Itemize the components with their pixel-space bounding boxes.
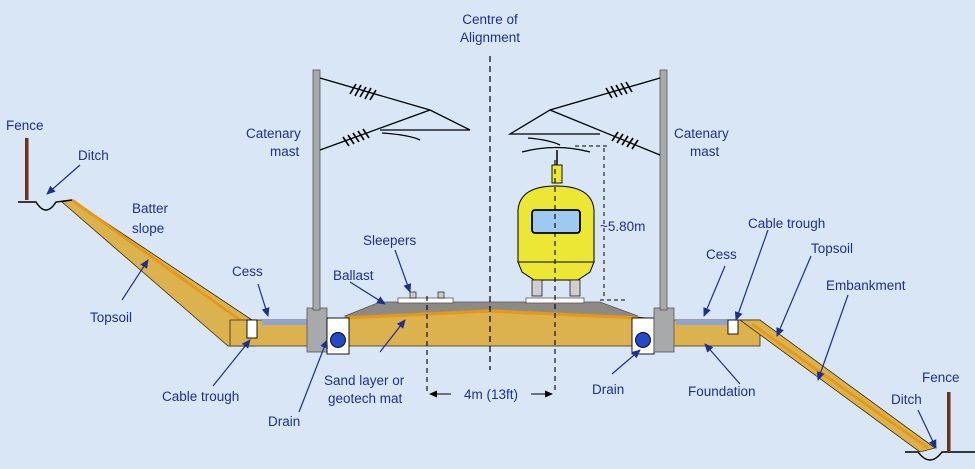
ditch-right (905, 451, 975, 461)
drain-left-label: Drain (268, 414, 300, 429)
mast-base-left (306, 307, 328, 353)
catenary-mast-left-label-line1: Catenary (246, 126, 301, 141)
centre-label-line2: Alignment (460, 30, 520, 45)
sleepers-label: Sleepers (363, 233, 417, 248)
ditch-left (18, 199, 73, 211)
catenary-mast-right-label-line2: mast (690, 144, 720, 159)
sleeper-left (397, 297, 454, 304)
height-label: ~5.80m (600, 219, 645, 234)
embankment-label: Embankment (826, 278, 906, 293)
sand-layer-label-line2: geotech mat (328, 391, 403, 406)
catenary-mast-right-label-line1: Catenary (674, 126, 729, 141)
catenary-cantilever-left (319, 77, 471, 151)
ditch-left-label: Ditch (78, 148, 109, 163)
drain-pipe-right (635, 332, 651, 348)
fence-post-right (947, 392, 951, 452)
foundation-label: Foundation (688, 384, 756, 399)
topsoil-right-label: Topsoil (811, 241, 853, 256)
topsoil-left-label: Topsoil (90, 310, 132, 325)
leader-lines (46, 164, 937, 449)
fence-right-label: Fence (922, 370, 960, 385)
rail-left-1 (409, 291, 417, 299)
train-window (531, 209, 581, 234)
mast-base-right (653, 307, 675, 353)
batter-slope-label-line2: slope (132, 221, 164, 236)
drain-right-label: Drain (592, 382, 624, 397)
ditch-right-label: Ditch (891, 392, 922, 407)
cable-trough-left-label: Cable trough (162, 389, 239, 404)
sand-layer-label-line1: Sand layer or (324, 373, 405, 388)
fence-left-label: Fence (6, 118, 44, 133)
train (517, 150, 595, 297)
cable-trough-right (727, 319, 739, 335)
catenary-mast-left (312, 69, 321, 311)
fence-post-left (25, 138, 29, 200)
catenary-mast-right (659, 69, 668, 311)
rail-left-2 (437, 291, 445, 299)
cable-trough-right-label: Cable trough (748, 216, 825, 231)
drain-pipe-left (330, 332, 346, 348)
cess-left-label: Cess (232, 264, 263, 279)
catenary-cantilever-right (507, 77, 661, 156)
cess-left (262, 320, 308, 325)
cess-right-label: Cess (706, 247, 737, 262)
ballast-label: Ballast (333, 268, 374, 283)
track-width-label: 4m (13ft) (464, 387, 518, 402)
cable-trough-left (246, 319, 258, 339)
catenary-mast-left-label-line2: mast (270, 144, 300, 159)
cess-right (676, 320, 728, 325)
batter-slope-label-line1: Batter (132, 201, 169, 216)
centre-label-line1: Centre of (462, 12, 518, 27)
